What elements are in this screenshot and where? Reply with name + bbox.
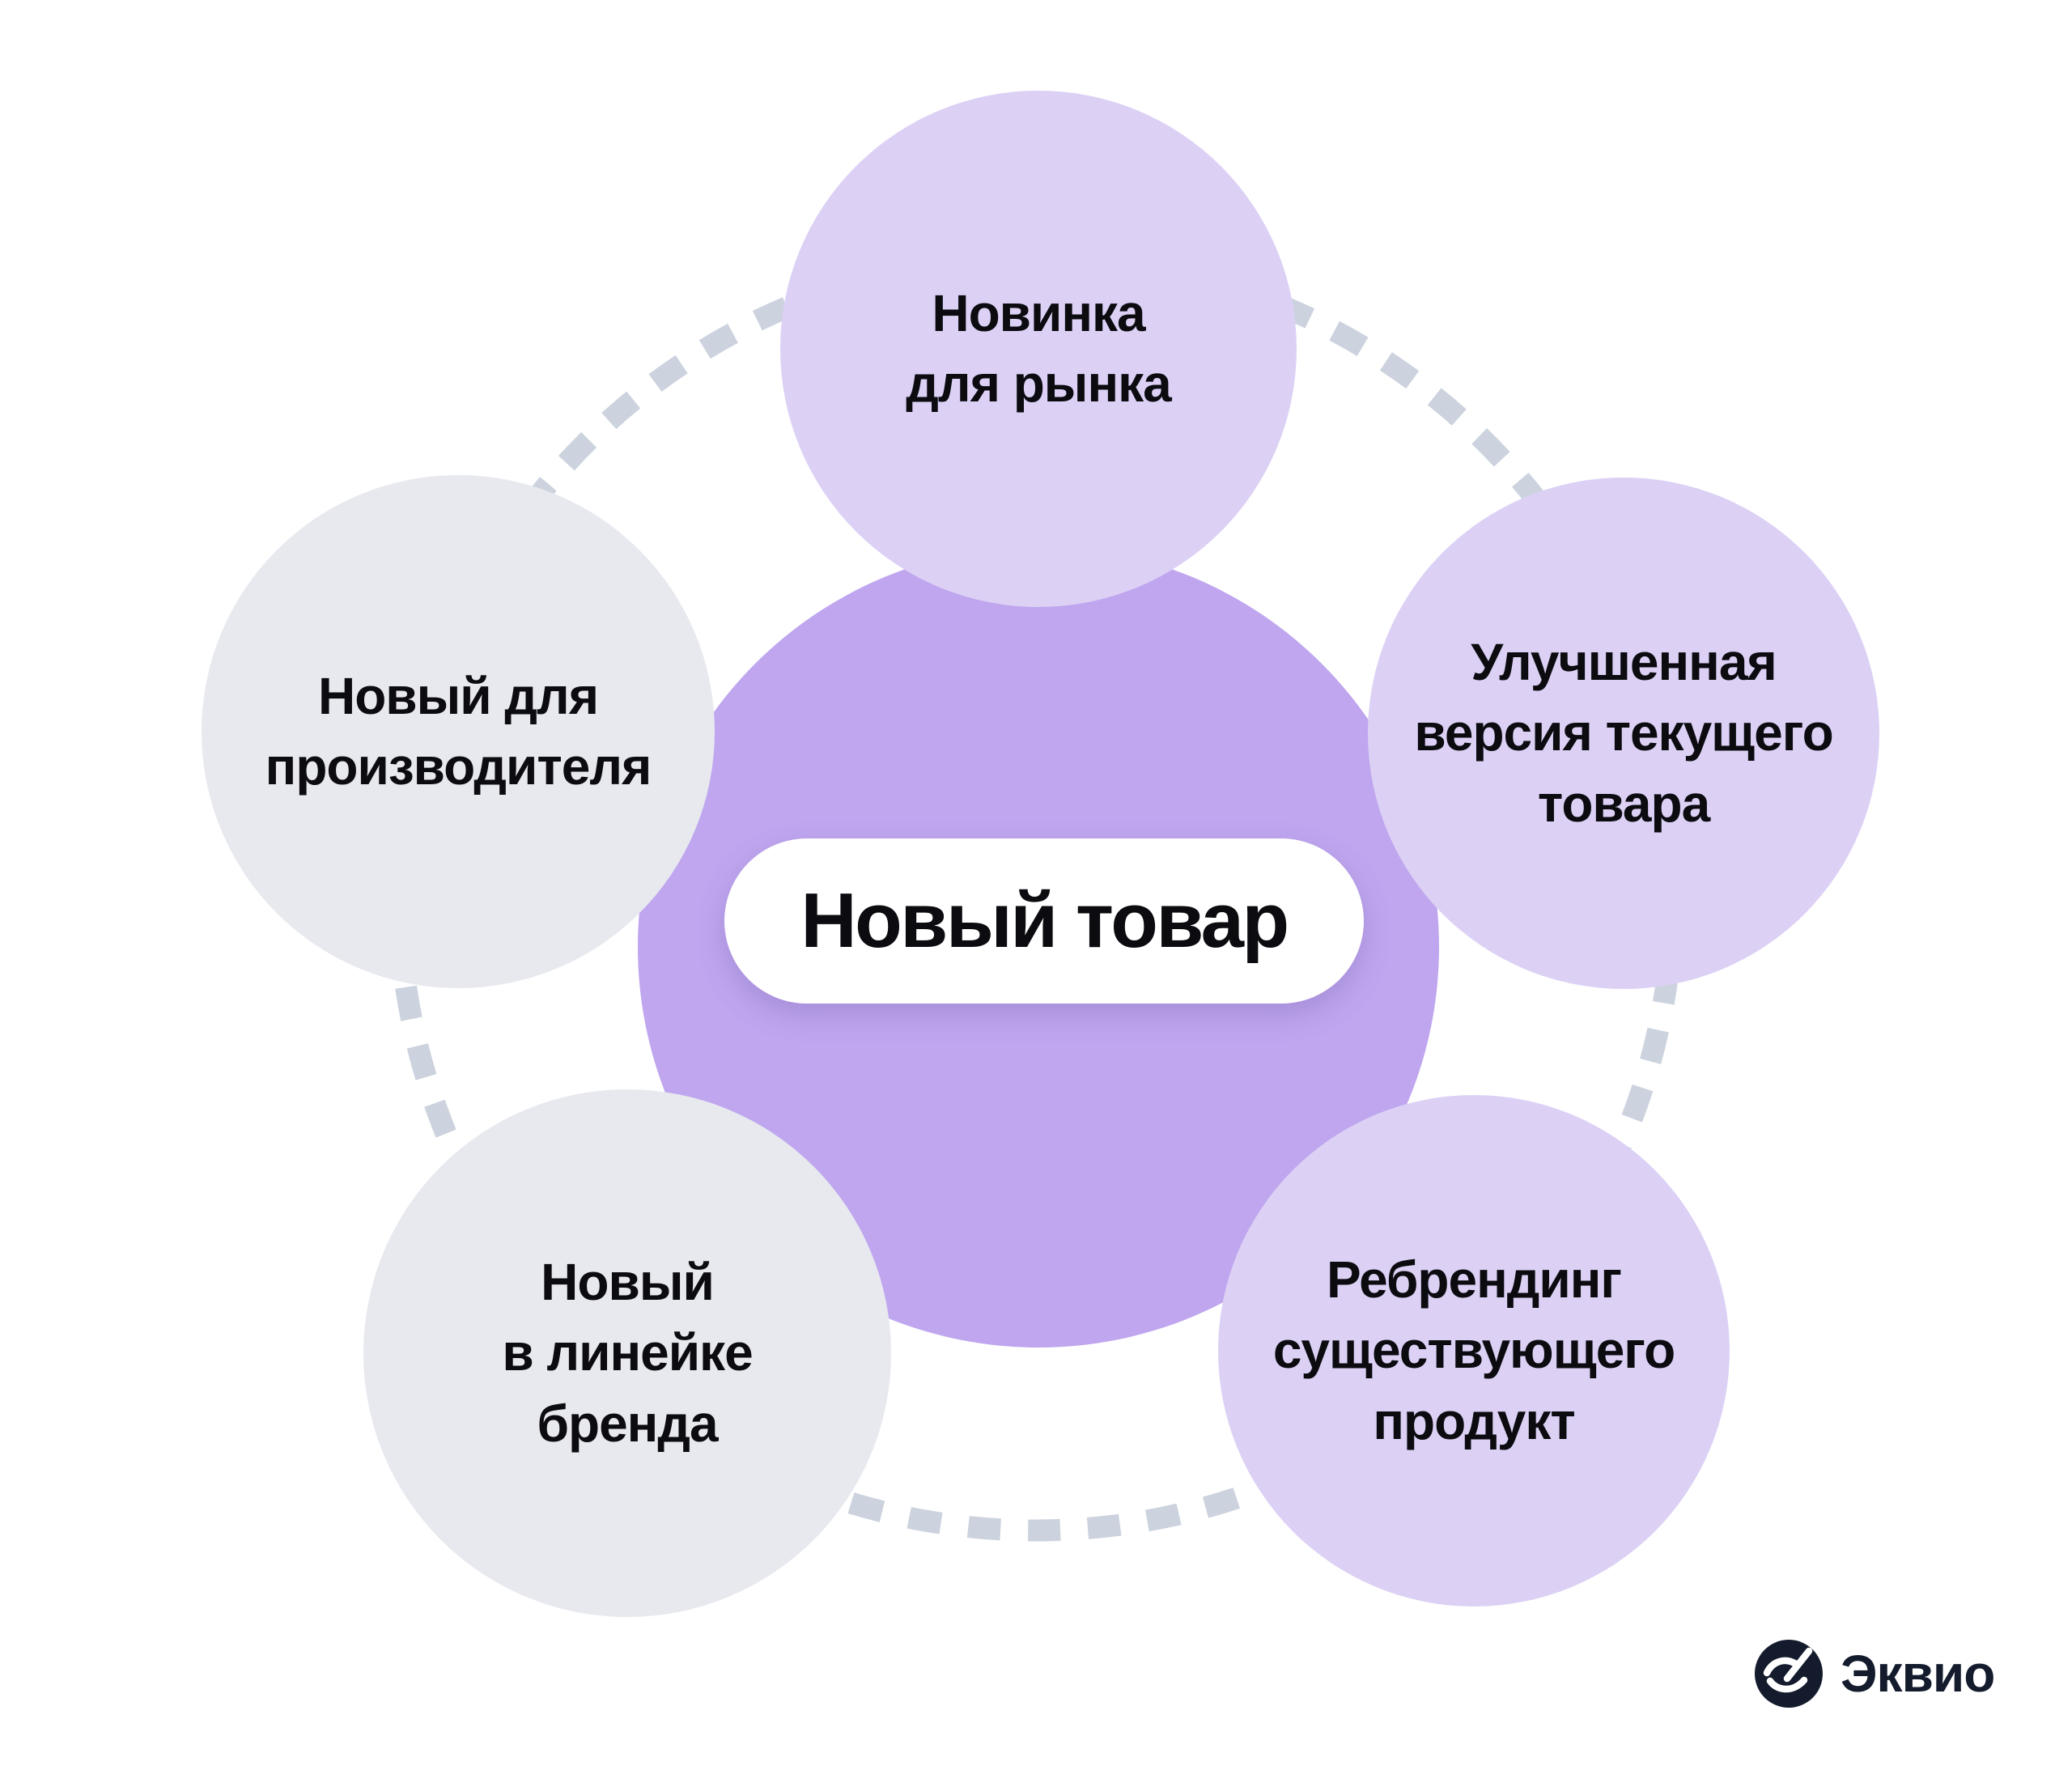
node-new-for-manufacturer: Новый для производителя — [202, 475, 715, 988]
equio-logo: Эквио — [1755, 1640, 1995, 1708]
node-label: Новинка для рынка — [906, 283, 1171, 413]
node-new-to-market: Новинка для рынка — [780, 91, 1297, 607]
center-pill: Новый товар — [724, 838, 1364, 1004]
equio-logo-text: Эквио — [1841, 1645, 1995, 1703]
center-pill-label: Новый товар — [800, 877, 1289, 964]
equio-logo-icon — [1755, 1640, 1823, 1708]
node-label: Ребрендинг существующего продукт — [1272, 1250, 1675, 1450]
node-label: Улучшенная версия текущего товара — [1414, 633, 1833, 833]
node-label: Новый для производителя — [265, 666, 652, 796]
node-rebranding: Ребрендинг существующего продукт — [1218, 1095, 1730, 1607]
node-label: Новый в линейке бренда — [502, 1253, 753, 1453]
node-improved-version: Улучшенная версия текущего товара — [1368, 478, 1879, 989]
node-new-in-brand-line: Новый в линейке бренда — [363, 1089, 891, 1617]
